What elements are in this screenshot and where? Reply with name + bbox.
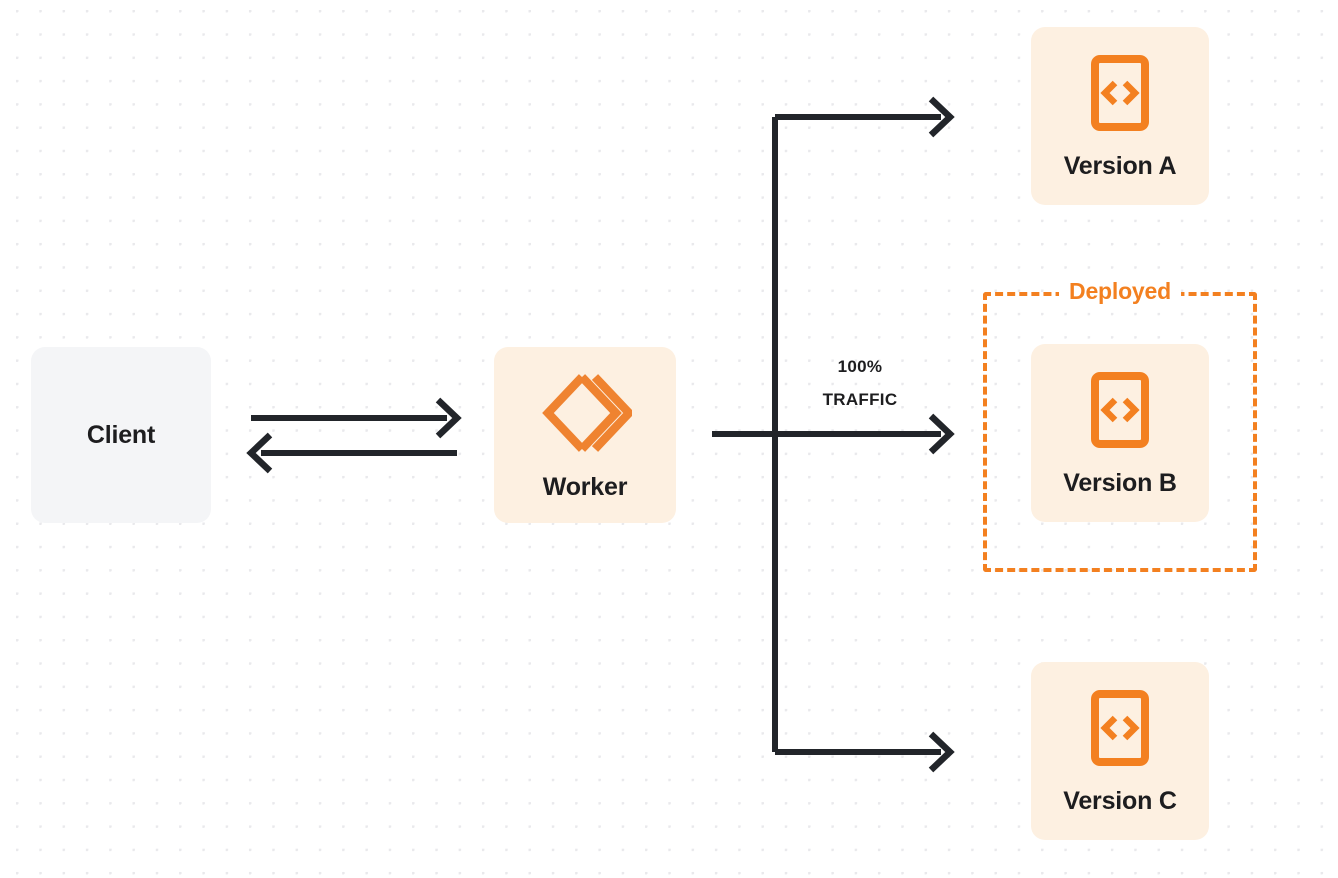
cloudflare-workers-logo-icon xyxy=(538,371,632,455)
traffic-label: 100% TRAFFIC xyxy=(790,350,930,416)
version-c-label: Version C xyxy=(1063,786,1177,815)
client-label: Client xyxy=(86,420,156,449)
chevron-right-icon xyxy=(928,731,955,773)
code-document-icon xyxy=(1090,54,1150,132)
node-version-a[interactable]: Version A xyxy=(1031,27,1209,205)
chevron-right-icon xyxy=(928,96,955,138)
worker-label: Worker xyxy=(542,472,628,501)
edge-worker-to-version-a xyxy=(775,96,955,138)
deployed-group-label: Deployed xyxy=(1059,280,1181,304)
node-version-c[interactable]: Version C xyxy=(1031,662,1209,840)
chevron-left-icon xyxy=(246,432,273,474)
node-version-b[interactable]: Version B xyxy=(1031,344,1209,522)
code-document-icon xyxy=(1090,689,1150,767)
edge-worker-to-version-c xyxy=(775,731,955,773)
version-a-label: Version A xyxy=(1063,151,1177,180)
chevron-right-icon xyxy=(435,397,462,439)
edge-worker-to-version-b xyxy=(712,413,955,455)
edge-client-to-worker xyxy=(251,397,462,439)
edge-worker-to-client xyxy=(246,432,457,474)
node-client[interactable]: Client xyxy=(31,347,211,523)
node-worker[interactable]: Worker xyxy=(494,347,676,523)
version-b-label: Version B xyxy=(1063,468,1177,497)
code-document-icon xyxy=(1090,371,1150,449)
chevron-right-icon xyxy=(928,413,955,455)
traffic-word: TRAFFIC xyxy=(822,390,898,410)
traffic-percent: 100% xyxy=(837,357,883,376)
group-deployed: Deployed xyxy=(983,280,1257,572)
